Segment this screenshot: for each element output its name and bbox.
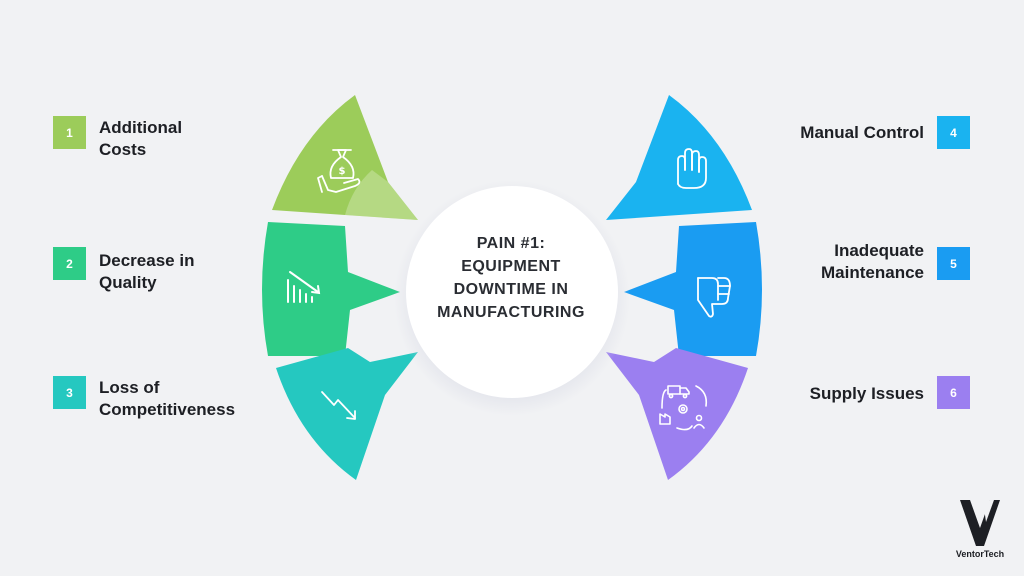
center-title-line-1: PAIN #1: bbox=[476, 235, 546, 252]
item-4-number-badge: 4 bbox=[937, 116, 970, 149]
item-5-number-badge: 5 bbox=[937, 247, 970, 280]
item-1-number-badge: 1 bbox=[53, 116, 86, 149]
downward-trend-arrow-icon bbox=[321, 391, 356, 420]
item-2-label: Decrease in Quality bbox=[99, 251, 195, 292]
money-bag-hand-icon bbox=[317, 149, 361, 193]
center-title-line-2: EQUIPMENT bbox=[461, 258, 561, 275]
center-circle bbox=[406, 186, 618, 398]
center-title-line-3: DOWNTIME IN bbox=[453, 281, 569, 298]
ventortech-logo-mark bbox=[960, 500, 1000, 546]
petal-6 bbox=[606, 348, 748, 480]
raised-hand-icon bbox=[677, 148, 707, 189]
money-dollar-glyph: $ bbox=[339, 166, 346, 177]
item-4-label: Manual Control bbox=[800, 123, 924, 142]
petal-5 bbox=[624, 222, 762, 356]
item-2-number-badge: 2 bbox=[53, 247, 86, 280]
supply-chain-cycle-icon bbox=[659, 385, 708, 431]
brand-name: VentorTech bbox=[955, 549, 1005, 559]
petal-3 bbox=[276, 348, 418, 480]
item-3-number-badge: 3 bbox=[53, 376, 86, 409]
center-title-line-4: MANUFACTURING bbox=[437, 304, 585, 321]
item-1-label: Additional Costs bbox=[99, 118, 183, 159]
petal-2 bbox=[262, 222, 400, 356]
thumbs-down-icon bbox=[697, 277, 731, 318]
item-6-label: Supply Issues bbox=[809, 384, 924, 403]
center-title: PAIN #1: EQUIPMENT DOWNTIME IN MANUFACTU… bbox=[420, 232, 602, 324]
item-6-number-badge: 6 bbox=[937, 376, 970, 409]
item-3-label: Loss of Competitiveness bbox=[99, 378, 236, 419]
declining-bar-chart-icon bbox=[287, 271, 321, 303]
item-5-label: Inadequate Maintenance bbox=[821, 241, 924, 282]
